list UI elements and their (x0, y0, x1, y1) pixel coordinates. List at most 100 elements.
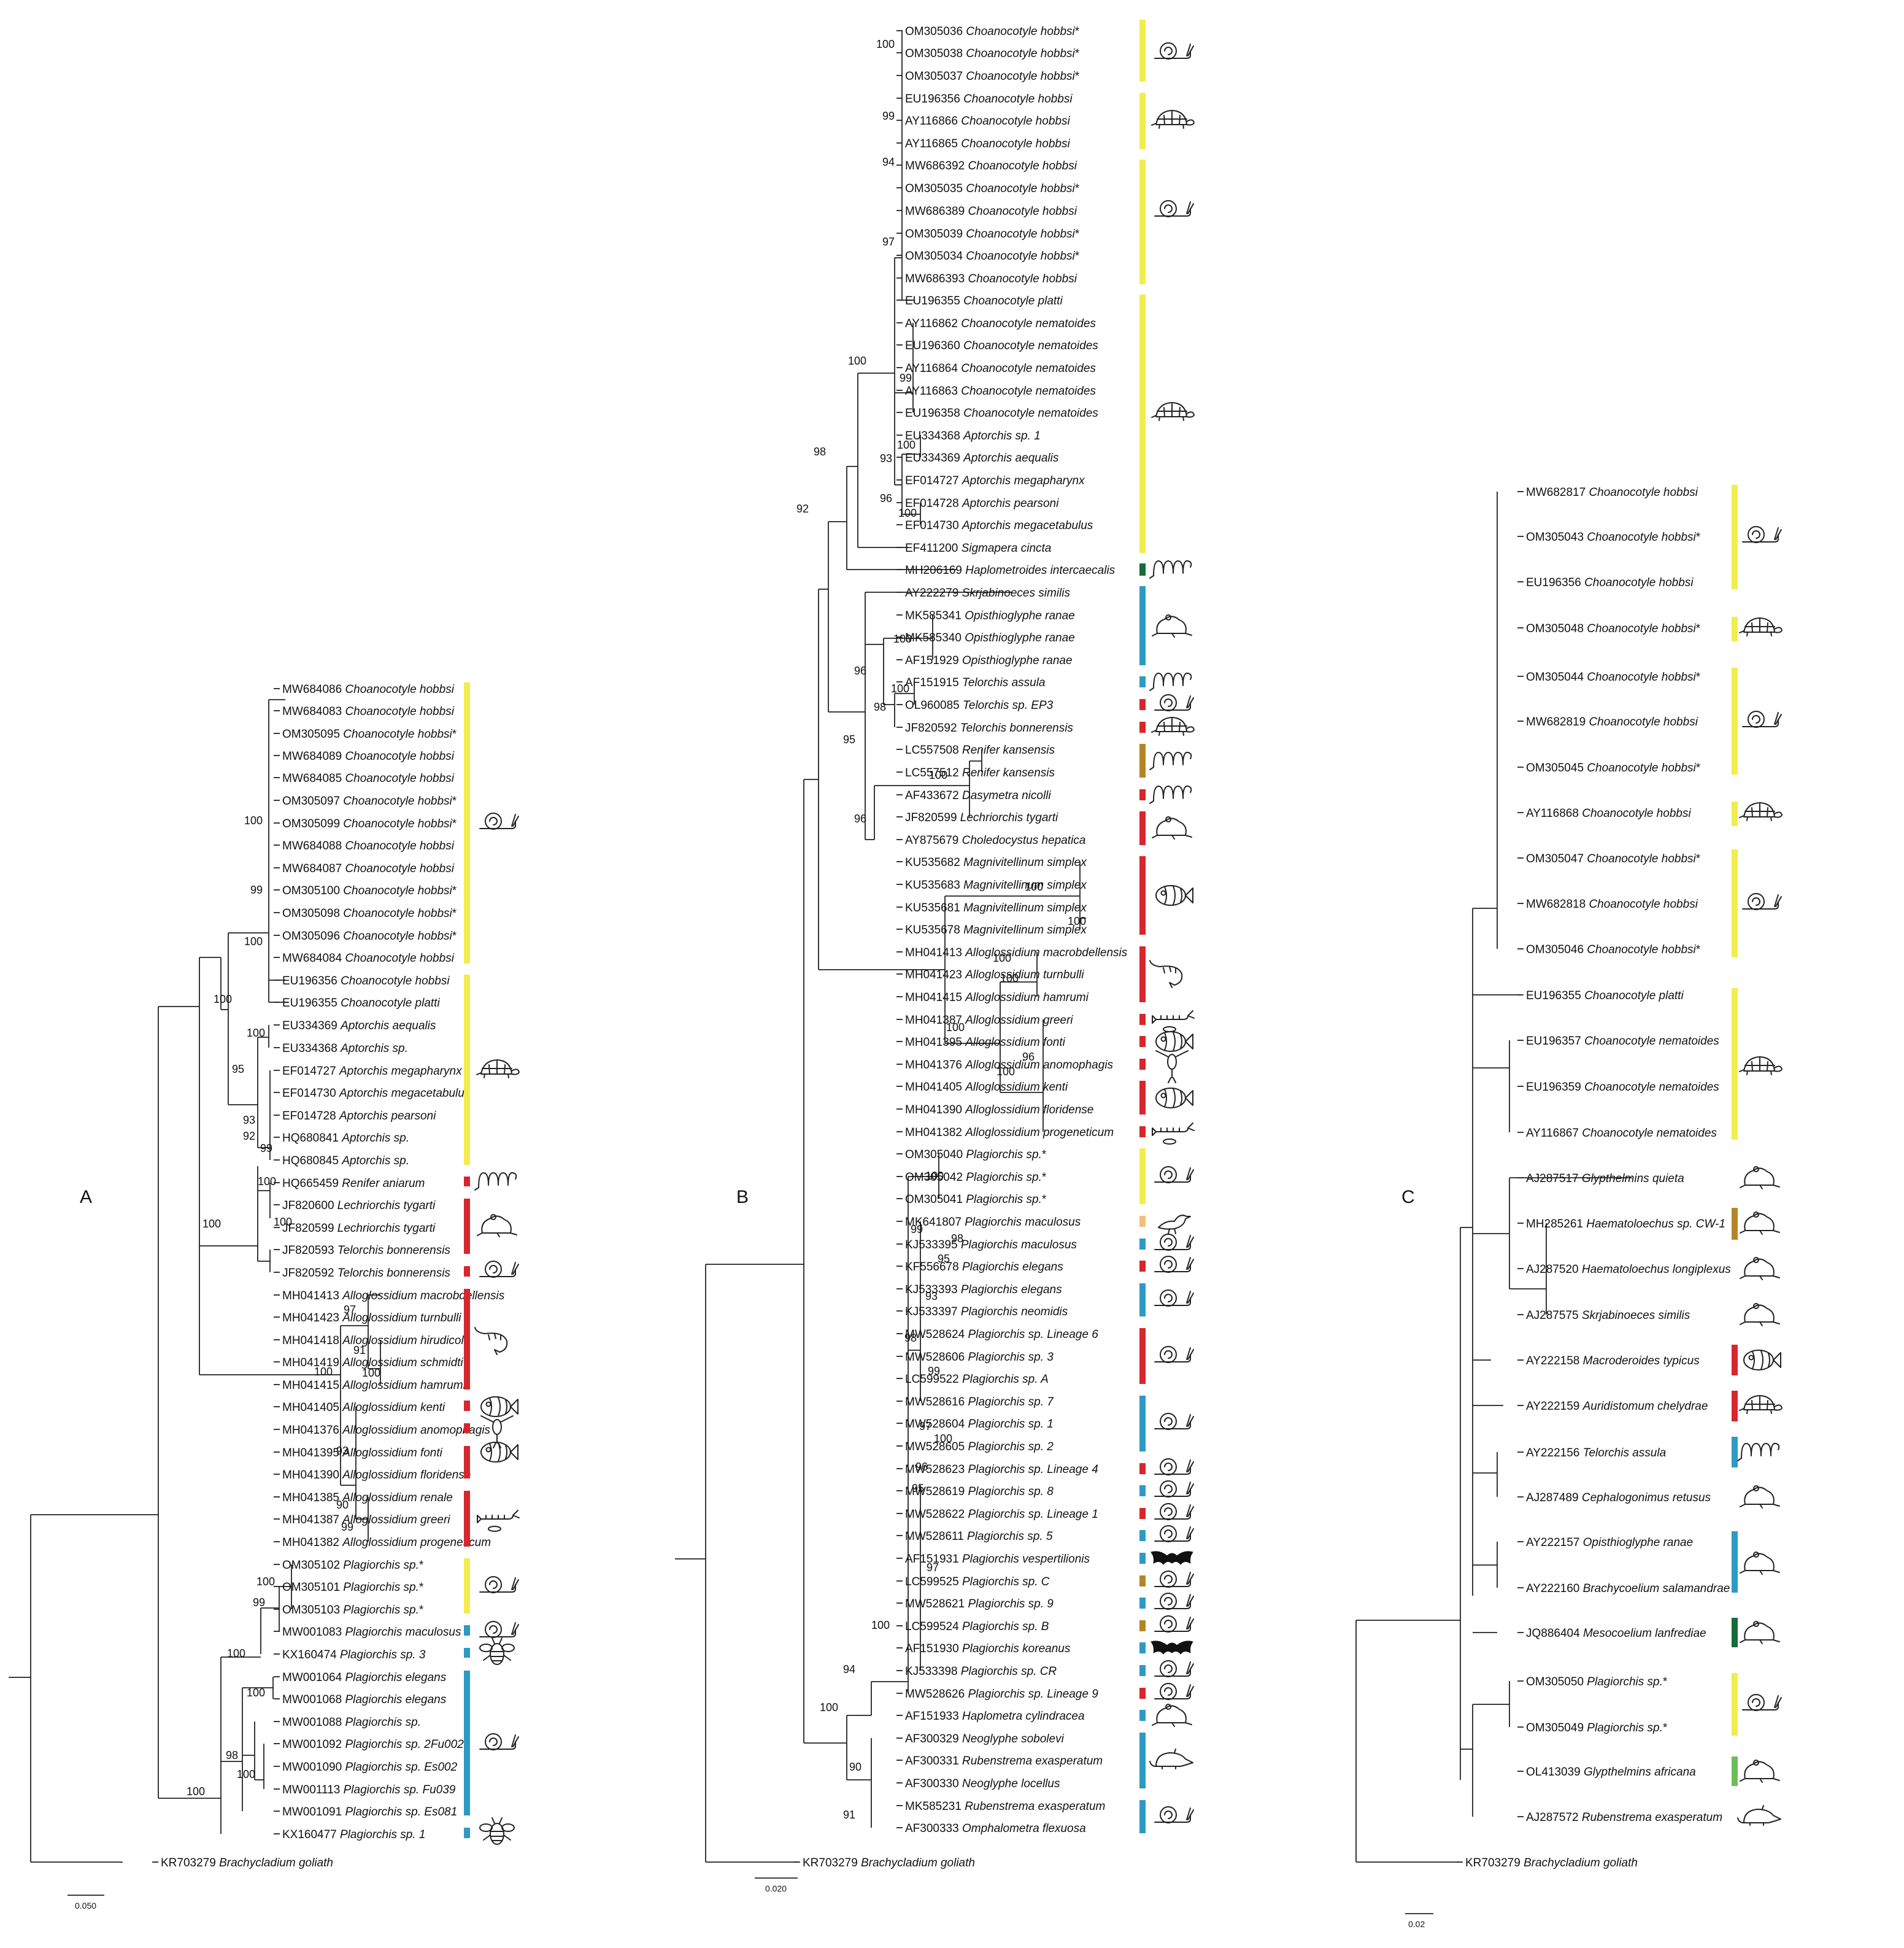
tip-label: OM305041 Plagiorchis sp.* (905, 1193, 1047, 1206)
taxon-name: Telorchis assula (1583, 1447, 1667, 1459)
snake-icon (1149, 560, 1192, 579)
bootstrap-value: 95 (843, 733, 855, 746)
taxon-name: Choanocotyle hobbsi (1589, 716, 1698, 729)
new-sequence-marker: * (452, 930, 457, 943)
accession-number: EU196358 (905, 407, 963, 420)
new-sequence-marker: * (1075, 70, 1080, 83)
accession-number: AF433672 (905, 789, 962, 802)
accession-number: MW001092 (282, 1738, 345, 1751)
host-group-bar (1139, 1081, 1146, 1115)
tip-label: LC599524 Plagiorchis sp. B (905, 1620, 1049, 1633)
taxon-name: Omphalometra flexuosa (962, 1822, 1086, 1835)
taxon-name: Plagiorchis sp. (343, 1604, 419, 1617)
host-bars (1139, 20, 1146, 1833)
tip-label: MK585340 Opisthioglyphe ranae (905, 632, 1075, 644)
bootstrap-value: 93 (243, 1114, 255, 1126)
accession-number: MW001083 (282, 1626, 345, 1639)
tip-label: MW682817 Choanocotyle hobbsi (1526, 486, 1698, 499)
tip-label: JF820592 Telorchis bonnerensis (905, 722, 1073, 735)
accession-number: MH041382 (282, 1536, 342, 1549)
snail-icon (1154, 1571, 1194, 1588)
host-group-bar (464, 1446, 470, 1478)
panel-label: B (736, 1187, 749, 1207)
tip-label: JF820592 Telorchis bonnerensis (282, 1267, 450, 1280)
accession-number: EU334369 (282, 1019, 341, 1032)
taxon-name: Aptorchis aequalis (963, 452, 1059, 465)
accession-number: AY116865 (905, 137, 961, 150)
taxon-name: Macroderoides typicus (1583, 1355, 1700, 1367)
taxon-name: Choanocotyle hobbsi (968, 205, 1077, 218)
accession-number: MH041405 (905, 1081, 965, 1094)
host-group-bar (1139, 1396, 1146, 1451)
taxon-name: Aptorchis megacetabulus (339, 1087, 471, 1100)
tip-label: EU196355 Choanocotyle platti (1526, 989, 1684, 1002)
panel-label: A (80, 1187, 92, 1207)
accession-number: LC557512 (905, 767, 962, 779)
tip-label: AJ287575 Skrjabinoeces similis (1526, 1309, 1690, 1322)
accession-number: MW528622 (905, 1508, 968, 1521)
tip-label: MH041376 Alloglossidium anomophagis (282, 1424, 491, 1437)
accession-number: MW682818 (1526, 898, 1589, 911)
taxon-name: Plagiorchis sp. 5 (967, 1530, 1053, 1543)
host-bars (464, 682, 470, 1838)
host-group-bar (464, 1671, 470, 1815)
snail-icon (1742, 1694, 1782, 1711)
bootstrap-value: 95 (938, 1253, 950, 1265)
tip-label: AY222160 Brachycoelium salamandrae (1526, 1582, 1730, 1595)
taxon-name: Choanocotyle hobbsi (345, 683, 454, 696)
accession-number: JF820600 (282, 1199, 337, 1212)
accession-number: OL413039 (1526, 1766, 1584, 1779)
accession-number: OM305097 (282, 795, 343, 808)
taxon-name: Skrjabinoeces similis (962, 587, 1071, 600)
tree-branches (9, 699, 381, 1863)
host-group-bar (464, 1828, 470, 1838)
tip-label: LC557512 Renifer kansensis (905, 767, 1055, 779)
taxon-name: Choanocotyle hobbsi (961, 137, 1070, 150)
new-sequence-marker: * (452, 884, 457, 897)
host-icons (1149, 42, 1195, 1823)
snail-icon (479, 1261, 519, 1278)
tip-label: MW684087 Choanocotyle hobbsi (282, 862, 455, 875)
bootstrap-value: 100 (993, 952, 1011, 964)
accession-number: MW528616 (905, 1396, 968, 1409)
tip-label: MW001113 Plagiorchis sp. Fu039 (282, 1784, 456, 1796)
taxon-name: Choanocotyle hobbsi (966, 182, 1075, 195)
host-group-bar (1139, 586, 1146, 665)
tip-label: EU196355 Choanocotyle platti (282, 997, 440, 1010)
snail-icon (1154, 42, 1194, 60)
accession-number: KX160474 (282, 1648, 340, 1661)
taxon-name: Choanocotyle hobbsi (343, 728, 452, 741)
accession-number: AF300329 (905, 1733, 962, 1745)
taxon-name: Aptorchis megapharynx (339, 1065, 463, 1078)
tip-label: EU196355 Choanocotyle platti (905, 295, 1063, 307)
accession-number: MW528606 (905, 1351, 968, 1364)
bootstrap-value: 100 (258, 1175, 276, 1188)
host-group-bar (464, 1266, 470, 1277)
host-group-bar (464, 1199, 470, 1254)
accession-number: AF300330 (905, 1777, 962, 1790)
taxon-name: Renifer aniarum (342, 1177, 425, 1190)
bootstrap-value: 100 (314, 1366, 333, 1378)
accession-number: MH041390 (905, 1103, 965, 1116)
accession-number: MH041390 (282, 1469, 342, 1482)
taxon-name: Plagiorchis sp. Es081 (345, 1806, 457, 1819)
tip-label: MW684083 Choanocotyle hobbsi (282, 705, 455, 718)
accession-number: MW684088 (282, 840, 345, 852)
accession-number: MH206169 (905, 564, 965, 577)
fish-icon (1743, 1350, 1781, 1370)
host-group-bar (1139, 1710, 1146, 1721)
tip-label: MW528626 Plagiorchis sp. Lineage 9 (905, 1688, 1098, 1701)
tip-label: OM305046 Choanocotyle hobbsi* (1526, 943, 1701, 956)
new-sequence-marker: * (1696, 943, 1701, 956)
crayfish-icon (477, 1510, 520, 1532)
host-group-bar (1139, 676, 1146, 687)
tip-label: HQ680845 Aptorchis sp. (282, 1154, 409, 1167)
bootstrap-value: 98 (951, 1232, 963, 1245)
taxon-name: Choanocotyle nematoides (963, 339, 1098, 352)
accession-number: MH041387 (905, 1014, 965, 1027)
taxon-name: Choanocotyle hobbsi (345, 705, 454, 718)
new-sequence-marker: * (1075, 250, 1080, 263)
taxon-name: Alloglossidium progeneticum (342, 1536, 491, 1549)
new-sequence-marker: * (1075, 25, 1080, 38)
tip-label: MH041395 Alloglossidium fonti (282, 1447, 443, 1459)
